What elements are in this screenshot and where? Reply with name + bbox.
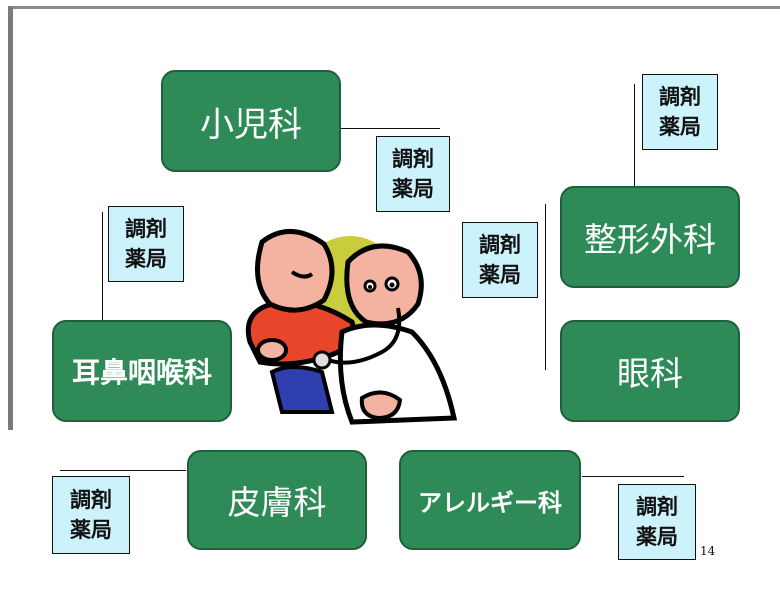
pharmacy-label-line2: 薬局 [479,263,521,287]
department-dermatology: 皮膚科 [187,450,367,550]
pharmacy-label-line1: 調剤 [636,495,678,519]
connector-orthopedics [634,84,635,186]
connector-ent [102,212,103,320]
pharmacy-box-orthopedics: 調剤 薬局 [642,74,718,150]
pharmacy-label-line1: 調剤 [392,147,434,171]
department-label: 眼科 [617,354,683,393]
pharmacy-box-dermatology: 調剤 薬局 [52,476,130,554]
connector-center-pharmacy [545,204,546,370]
pharmacy-label-line2: 薬局 [636,525,678,549]
pharmacy-label-line2: 薬局 [70,518,112,542]
department-ent: 耳鼻咽喉科 [52,320,232,422]
department-label: 整形外科 [584,220,716,259]
department-label: 小児科 [200,104,302,145]
department-label: 耳鼻咽喉科 [71,356,212,389]
pharmacy-label-line1: 調剤 [479,233,521,257]
pharmacy-box-center: 調剤 薬局 [462,222,538,298]
department-label: アレルギー科 [418,488,562,517]
slide-frame-left [8,6,13,430]
pharmacy-label-line1: 調剤 [70,488,112,512]
department-label: 皮膚科 [227,483,327,522]
pharmacy-box-allergy: 調剤 薬局 [618,484,696,560]
department-ophthalmology: 眼科 [560,320,740,422]
doctor-examining-child-icon [245,229,458,425]
department-orthopedics: 整形外科 [560,186,740,288]
pharmacy-box-pediatrics: 調剤 薬局 [376,136,450,212]
pharmacy-label-line1: 調剤 [659,85,701,109]
connector-allergy [582,476,684,477]
slide-frame-top [8,6,780,9]
department-allergy: アレルギー科 [399,450,581,550]
pharmacy-label-line1: 調剤 [125,217,167,241]
connector-pediatrics [340,128,440,129]
connector-dermatology [60,470,186,471]
pharmacy-label-line2: 薬局 [125,247,167,271]
pharmacy-box-ent: 調剤 薬局 [108,206,184,282]
pharmacy-label-line2: 薬局 [392,177,434,201]
department-pediatrics: 小児科 [161,70,341,172]
pharmacy-label-line2: 薬局 [659,115,701,139]
page-number: 14 [700,544,716,558]
